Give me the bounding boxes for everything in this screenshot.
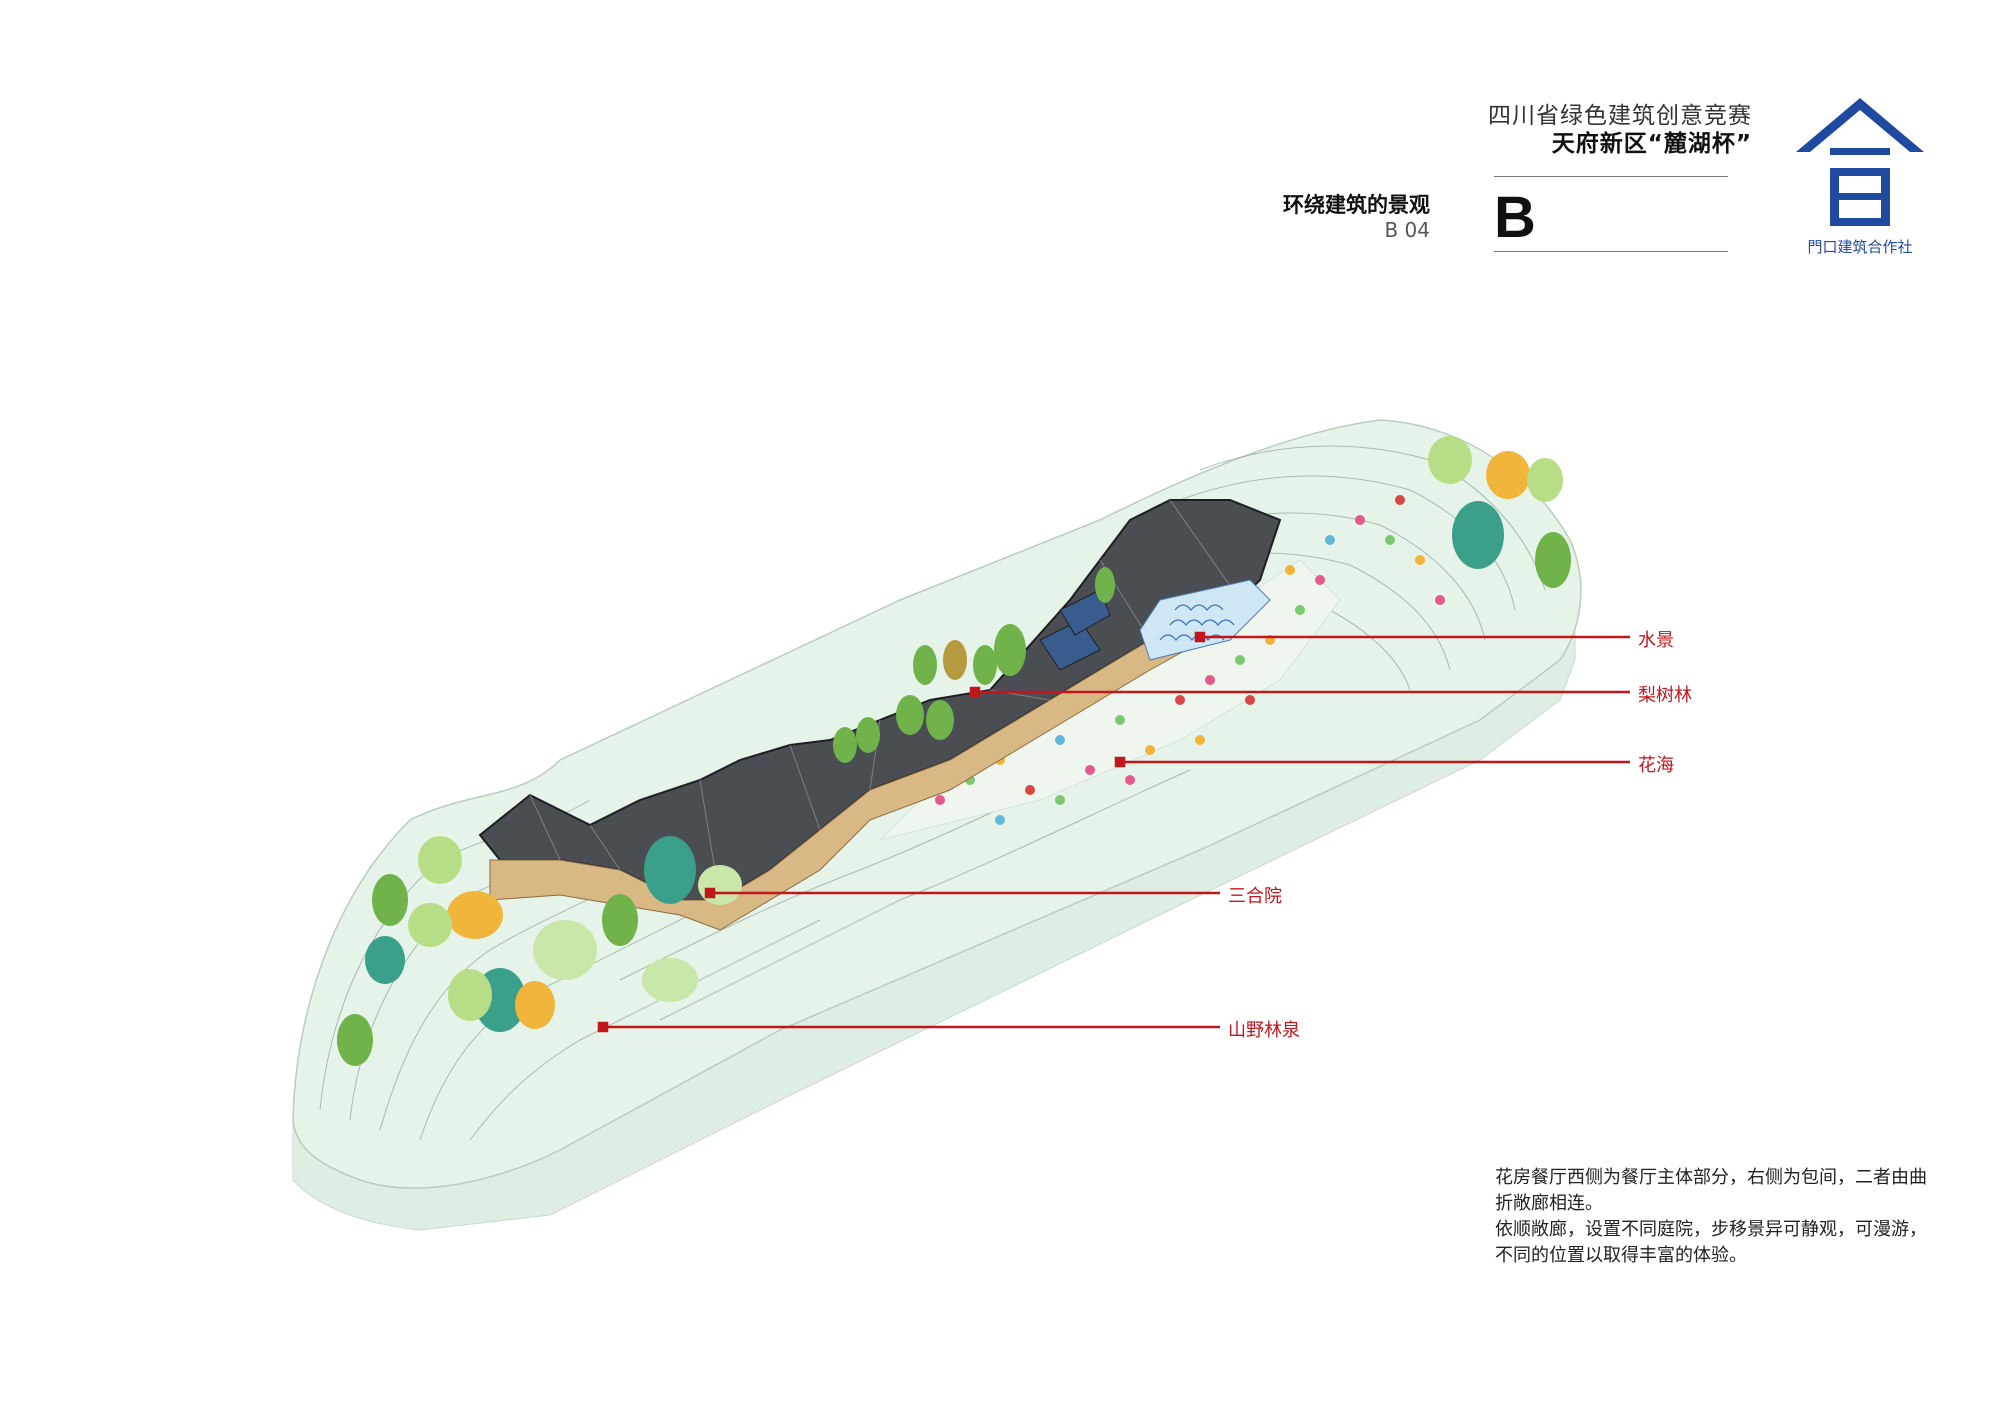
logo-caption: 門口建筑合作社 bbox=[1807, 238, 1913, 256]
section-code: B 04 bbox=[1384, 218, 1430, 242]
competition-title: 四川省绿色建筑创意竞赛 bbox=[1488, 103, 1752, 129]
header-rule-top bbox=[1494, 176, 1728, 177]
building-roof bbox=[478, 499, 1282, 931]
description: 花房餐厅西侧为餐厅主体部分，右侧为包间，二者由曲折敞廊相连。 依顺敞廊，设置不同… bbox=[1495, 1165, 1935, 1269]
callout-leaders bbox=[597, 631, 1630, 1033]
callout-water: 水景 bbox=[1638, 630, 1674, 651]
section-title: 环绕建筑的景观 bbox=[1283, 193, 1430, 217]
description-paragraph-2: 依顺敞廊，设置不同庭院，步移景异可静观，可漫游，不同的位置以取得丰富的体验。 bbox=[1495, 1219, 1927, 1266]
section-letter: B bbox=[1494, 185, 1536, 250]
header-rule-bottom bbox=[1494, 251, 1728, 252]
callout-courtyard: 三合院 bbox=[1228, 886, 1282, 907]
callout-mountain-forest: 山野林泉 bbox=[1228, 1020, 1300, 1041]
callout-pear-grove: 梨树林 bbox=[1638, 685, 1692, 706]
trees bbox=[337, 436, 1571, 1066]
competition-subtitle: 天府新区“麓湖杯” bbox=[1551, 131, 1752, 157]
firm-logo-icon bbox=[1796, 98, 1924, 226]
water-feature bbox=[1139, 579, 1271, 661]
description-paragraph-1: 花房餐厅西侧为餐厅主体部分，右侧为包间，二者由曲折敞廊相连。 bbox=[1495, 1167, 1927, 1214]
callout-flower-sea: 花海 bbox=[1638, 755, 1674, 776]
